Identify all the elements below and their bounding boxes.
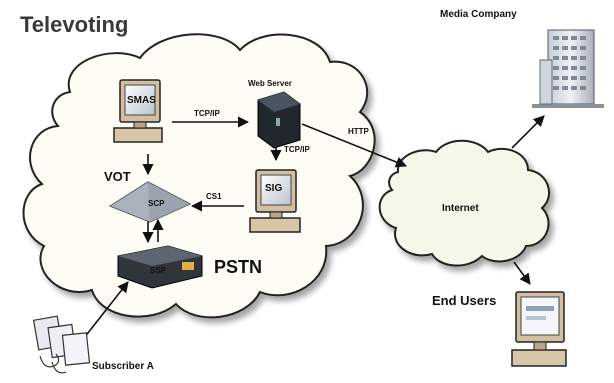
end-users-label: End Users <box>432 293 497 308</box>
vot-label: VOT <box>104 169 131 184</box>
internet-cloud <box>378 139 550 267</box>
link-internet-endusers <box>513 261 531 285</box>
sig-label: SIG <box>265 183 283 194</box>
scp-label: SCP <box>148 199 165 208</box>
tcpip-label-1: TCP/IP <box>194 109 220 118</box>
http-label: HTTP <box>348 127 369 136</box>
link-webserver-internet <box>301 123 408 168</box>
scp-pyramid-icon <box>108 181 192 223</box>
ssp-switch-icon <box>117 245 203 289</box>
smas-label: SMAS <box>127 95 156 106</box>
link-subscriber-ssp <box>83 281 129 339</box>
sig-computer-icon <box>249 169 301 233</box>
web-server-label: Web Server <box>248 79 292 88</box>
diagram-title: Televoting <box>20 12 129 37</box>
internet-label: Internet <box>442 203 479 214</box>
media-company-label: Media Company <box>440 9 517 20</box>
subscriber-label: Subscriber A <box>92 361 154 372</box>
end-user-computer-icon <box>511 291 567 367</box>
web-server-tower-icon <box>257 91 301 149</box>
smas-computer-icon <box>113 79 163 143</box>
link-internet-media <box>511 115 545 149</box>
subscriber-phone-icon <box>32 315 91 374</box>
office-building-icon <box>532 29 604 108</box>
connectors <box>83 115 545 339</box>
pstn-label: PSTN <box>214 257 263 277</box>
cs1-label: CS1 <box>206 192 222 201</box>
tcpip-label-2: TCP/IP <box>284 145 310 154</box>
ssp-label: SSP <box>150 266 167 275</box>
